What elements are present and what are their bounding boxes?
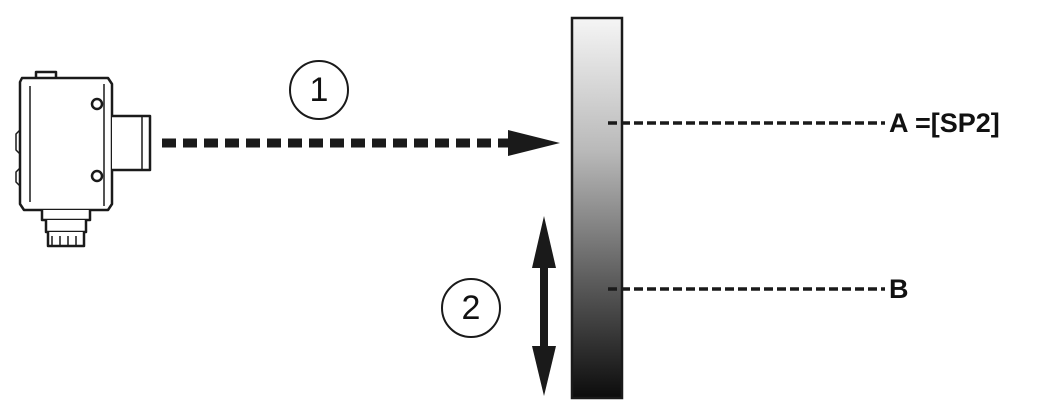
step-2-label: 2 [461,288,481,327]
step-1-label: 1 [309,70,329,109]
step-1-marker: 1 [289,60,349,120]
position-a-label: A =[SP2] [889,108,1000,138]
move-arrow-icon [532,216,556,396]
position-b-label: B [889,274,909,304]
beam-arrow [162,130,560,156]
target-bar [570,16,624,400]
sensor-device-icon [15,70,152,248]
step-2-marker: 2 [441,278,501,338]
